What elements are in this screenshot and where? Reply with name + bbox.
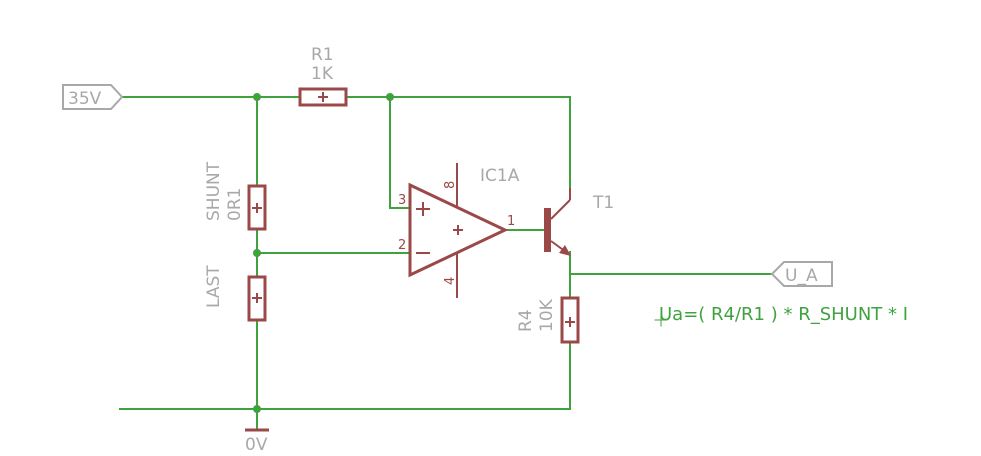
transistor-collector (550, 199, 571, 220)
port-output-shape (770, 261, 833, 287)
port-supply-label: 35V (68, 89, 102, 109)
resistor-r1-body (298, 87, 348, 107)
junction-dot (253, 249, 261, 257)
port-output-label: U_A (785, 266, 818, 286)
resistor-shunt: SHUNT 0R1 (204, 161, 267, 231)
transistor-t1: T1 (544, 188, 614, 256)
ground-label: 0V (245, 435, 268, 455)
junction-dot (253, 93, 261, 101)
resistor-r1-value: 1K (311, 64, 334, 84)
resistor-r1: R1 1K (298, 45, 348, 107)
resistor-r4-name: R4 (516, 309, 536, 332)
formula-text: Ua=( R4/R1 ) * R_SHUNT * I (659, 304, 908, 325)
junction-dot (386, 93, 394, 101)
resistor-shunt-value: 0R1 (225, 188, 245, 221)
resistor-r1-name: R1 (311, 45, 334, 65)
transistor-base-bar (544, 208, 551, 252)
ground-symbol: 0V (245, 428, 269, 455)
port-output: U_A (770, 261, 833, 287)
transistor-name: T1 (592, 193, 614, 213)
formula-note: Ua=( R4/R1 ) * R_SHUNT * I (654, 304, 908, 327)
wires (119, 96, 773, 429)
resistor-shunt-name: SHUNT (204, 161, 224, 221)
wire-noninv-input (389, 96, 411, 209)
opamp-name: IC1A (480, 166, 520, 186)
junction-dot (253, 405, 261, 413)
pin-vcc: 8 (443, 181, 458, 189)
resistor-load-name: LAST (204, 265, 224, 308)
resistor-load-body (247, 275, 267, 322)
resistor-r4: R4 10K (516, 296, 580, 344)
transistor-emitter-arrow (559, 245, 571, 256)
pin-in-plus: 3 (398, 193, 406, 208)
port-supply-shape (62, 84, 124, 110)
pin-out: 1 (507, 214, 515, 229)
port-supply: 35V (62, 84, 124, 110)
opamp-ic1a: 3 2 1 8 4 IC1A (398, 163, 520, 298)
resistor-shunt-body (247, 184, 267, 231)
resistor-r4-value: 10K (537, 298, 557, 332)
resistor-load: LAST (204, 265, 267, 322)
pin-in-minus: 2 (398, 238, 406, 253)
pin-gnd: 4 (443, 277, 458, 285)
resistor-r4-body (560, 296, 580, 344)
